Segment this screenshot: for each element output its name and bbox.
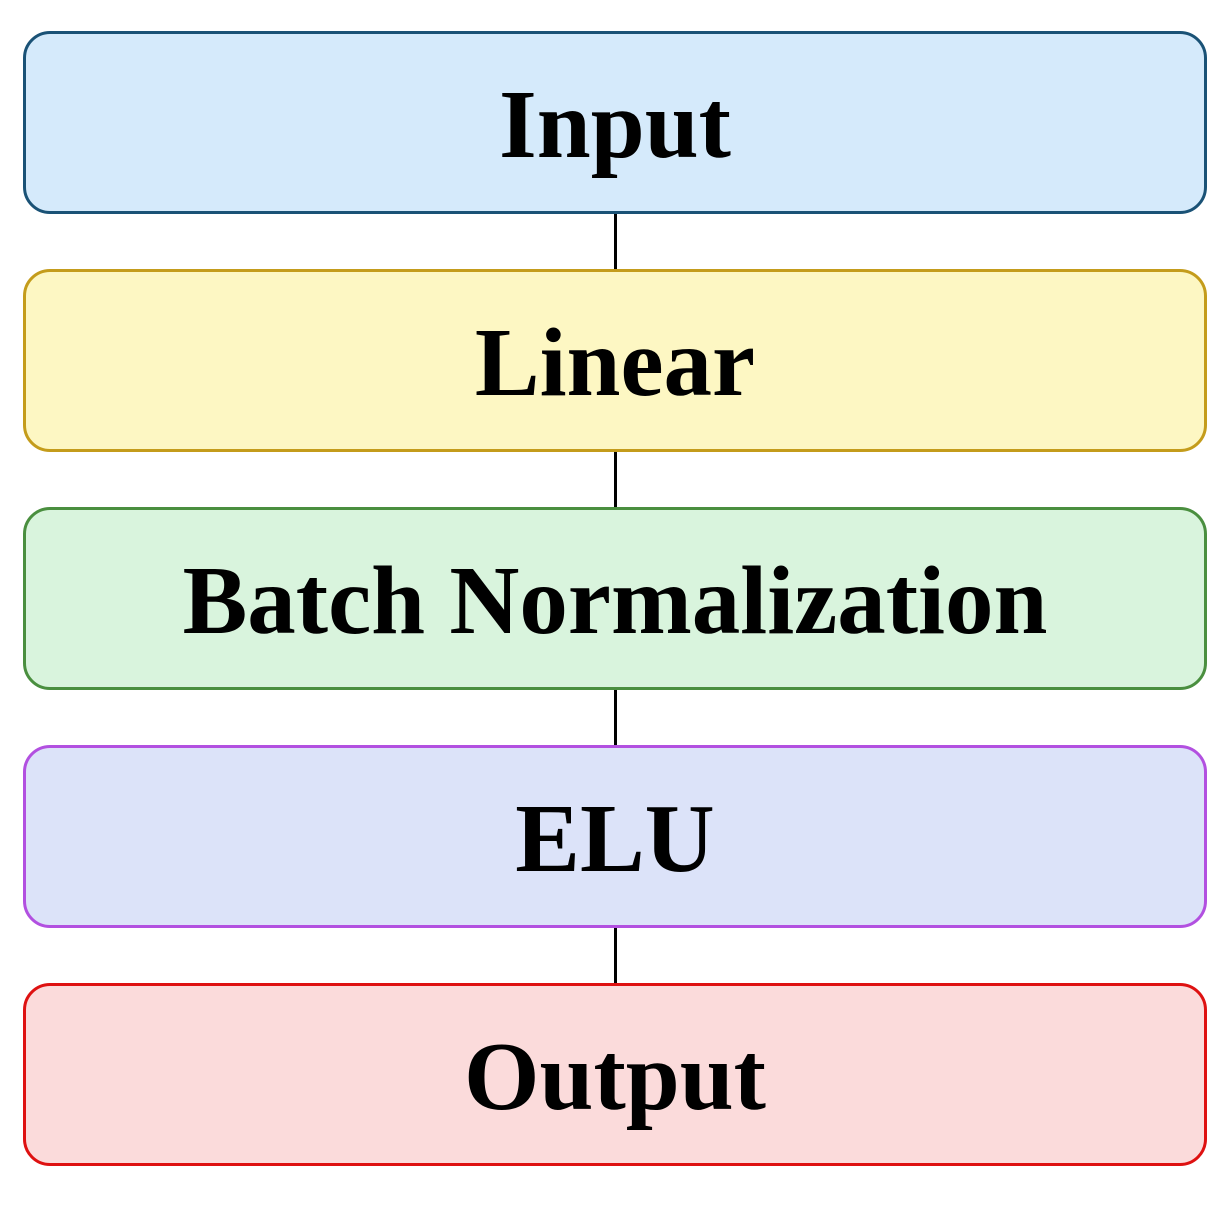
node-batch-normalization: Batch Normalization	[23, 507, 1207, 690]
connector-linear-to-batchnorm	[23, 452, 1207, 507]
node-elu-label: ELU	[515, 785, 715, 892]
connector-line	[613, 452, 617, 507]
node-output: Output	[23, 983, 1207, 1166]
connector-input-to-linear	[23, 214, 1207, 269]
node-input: Input	[23, 31, 1207, 214]
connector-line	[613, 928, 617, 983]
connector-batchnorm-to-elu	[23, 690, 1207, 745]
node-elu: ELU	[23, 745, 1207, 928]
node-linear: Linear	[23, 269, 1207, 452]
connector-line	[613, 214, 617, 269]
node-output-label: Output	[464, 1023, 766, 1130]
node-input-label: Input	[499, 71, 731, 178]
node-batch-normalization-label: Batch Normalization	[182, 547, 1048, 654]
connector-line	[613, 690, 617, 745]
layer-stack-diagram: Input Linear Batch Normalization ELU Out…	[0, 31, 1230, 1166]
connector-elu-to-output	[23, 928, 1207, 983]
node-linear-label: Linear	[474, 309, 756, 416]
